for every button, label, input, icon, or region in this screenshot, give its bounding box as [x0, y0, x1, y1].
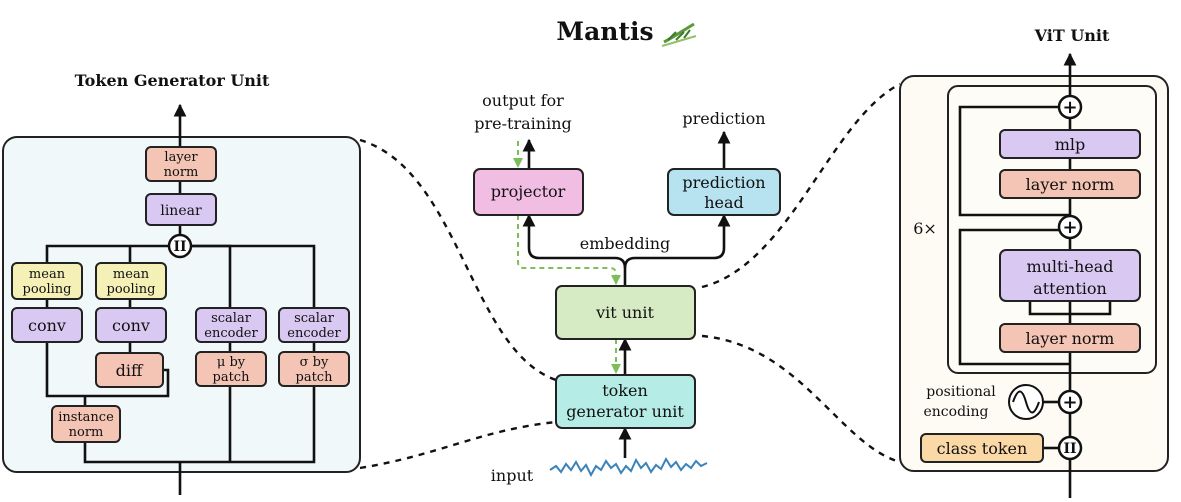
vit-layer-norm-top-box: layer norm — [999, 169, 1141, 199]
vit-class-token-box: class token — [920, 433, 1044, 463]
prediction-output-label: prediction — [682, 109, 765, 128]
vit-mlp-label: mlp — [1055, 135, 1086, 154]
zoom-connector-bottom-left — [359, 420, 557, 470]
token-generator-wires — [45, 103, 316, 495]
vit-multi-head-attention-box: multi-head attention — [999, 249, 1141, 302]
prediction-head-line1: prediction — [682, 173, 765, 192]
embedding-label: embedding — [580, 234, 671, 253]
tg-mean-pooling-1-line1: mean — [29, 267, 66, 282]
main-title: Mantis — [556, 17, 653, 46]
vit-plus-mid-icon: + — [1057, 214, 1083, 240]
output-pretraining-line2: pre-training — [474, 114, 571, 133]
tg-scalar-encoder-1-line1: scalar — [211, 311, 252, 326]
zoom-connector-top-right — [701, 82, 901, 289]
tg-linear-label: linear — [160, 203, 202, 219]
tg-mean-pooling-2-line2: pooling — [107, 282, 156, 297]
input-time-series-signal — [549, 456, 708, 478]
vit-concat-label: II — [1063, 441, 1076, 457]
tg-scalar-encoder-1-line2: encoder — [204, 326, 258, 341]
vit-plus-top-label: + — [1062, 97, 1077, 118]
vit-layer-norm-bottom-box: layer norm — [999, 323, 1141, 353]
tg-mu-by-patch-box: μ by patch — [195, 351, 267, 387]
vit-mlp-box: mlp — [999, 129, 1141, 159]
tg-mean-pooling-2-line1: mean — [113, 267, 150, 282]
tg-sigma-by-patch-line2: patch — [296, 370, 334, 385]
sine-wave-icon — [1008, 384, 1044, 420]
tg-mean-pooling-box-1: mean pooling — [11, 262, 83, 300]
tg-layer-norm-box: layer norm — [145, 146, 217, 182]
mantis-logo-icon — [661, 22, 697, 47]
tg-conv-box-2: conv — [95, 307, 167, 343]
zoom-connector-bottom-right — [701, 334, 901, 464]
projector-label: projector — [491, 182, 566, 201]
vit-unit-box: vit unit — [555, 285, 696, 340]
tg-mu-by-patch-line1: μ by — [217, 355, 246, 370]
vit-positional-encoding-line2: encoding — [924, 404, 989, 420]
tg-instance-norm-box: instance norm — [51, 405, 121, 443]
tg-scalar-encoder-box-1: scalar encoder — [195, 307, 267, 343]
vit-plus-mid-label: + — [1062, 217, 1077, 238]
tg-diff-box: diff — [95, 352, 164, 388]
vit-mha-line1: multi-head — [1026, 257, 1113, 276]
vit-positional-encoding-line1: positional — [926, 384, 996, 400]
tg-instance-norm-line1: instance — [58, 410, 114, 425]
tg-concat-symbol: II — [167, 233, 193, 259]
vit-repeat-label: 6× — [913, 219, 937, 238]
zoom-connector-top-left — [359, 138, 557, 382]
tg-conv-2-label: conv — [112, 316, 150, 335]
tg-mean-pooling-1-line2: pooling — [23, 282, 72, 297]
tg-concat-label: II — [173, 239, 186, 255]
prediction-head-line2: head — [704, 193, 744, 212]
tg-conv-1-label: conv — [28, 316, 66, 335]
token-generator-panel — [2, 136, 361, 473]
tg-layer-norm-line2: norm — [164, 165, 199, 180]
prediction-head-box: prediction head — [667, 168, 781, 216]
tg-scalar-encoder-2-line2: encoder — [287, 326, 341, 341]
tg-scalar-encoder-2-line1: scalar — [294, 311, 335, 326]
tg-linear-box: linear — [145, 193, 217, 226]
tg-conv-box-1: conv — [11, 307, 83, 343]
vit-layer-norm-top-label: layer norm — [1026, 175, 1115, 194]
tg-diff-label: diff — [116, 361, 144, 380]
vit-unit-label: vit unit — [595, 303, 654, 322]
center-wires — [522, 130, 731, 458]
tg-scalar-encoder-box-2: scalar encoder — [278, 307, 350, 343]
vit-unit-title: ViT Unit — [1034, 26, 1110, 45]
vit-mha-line2: attention — [1033, 279, 1107, 298]
vit-concat-symbol: II — [1057, 435, 1083, 461]
tg-sigma-by-patch-line1: σ by — [300, 355, 329, 370]
pretraining-feedback-dashed — [513, 141, 621, 374]
projector-box: projector — [473, 168, 584, 216]
tg-sigma-by-patch-box: σ by patch — [278, 351, 350, 387]
vit-class-token-label: class token — [937, 439, 1028, 458]
output-pretraining-line1: output for — [482, 91, 564, 110]
vit-plus-top-icon: + — [1057, 94, 1083, 120]
tg-layer-norm-line1: layer — [164, 150, 198, 165]
tg-mean-pooling-box-2: mean pooling — [95, 262, 167, 300]
vit-plus-bottom-icon: + — [1057, 389, 1083, 415]
vit-wires — [958, 52, 1112, 498]
token-generator-unit-box: token generator unit — [555, 374, 696, 429]
tg-mu-by-patch-line2: patch — [213, 370, 251, 385]
token-generator-unit-line1: token — [602, 381, 648, 400]
token-generator-unit-line2: generator unit — [566, 402, 684, 421]
vit-plus-bottom-label: + — [1062, 392, 1077, 413]
input-label: input — [491, 466, 534, 485]
token-generator-title: Token Generator Unit — [75, 71, 270, 90]
tg-instance-norm-line2: norm — [69, 425, 104, 440]
vit-layer-norm-bottom-label: layer norm — [1026, 329, 1115, 348]
